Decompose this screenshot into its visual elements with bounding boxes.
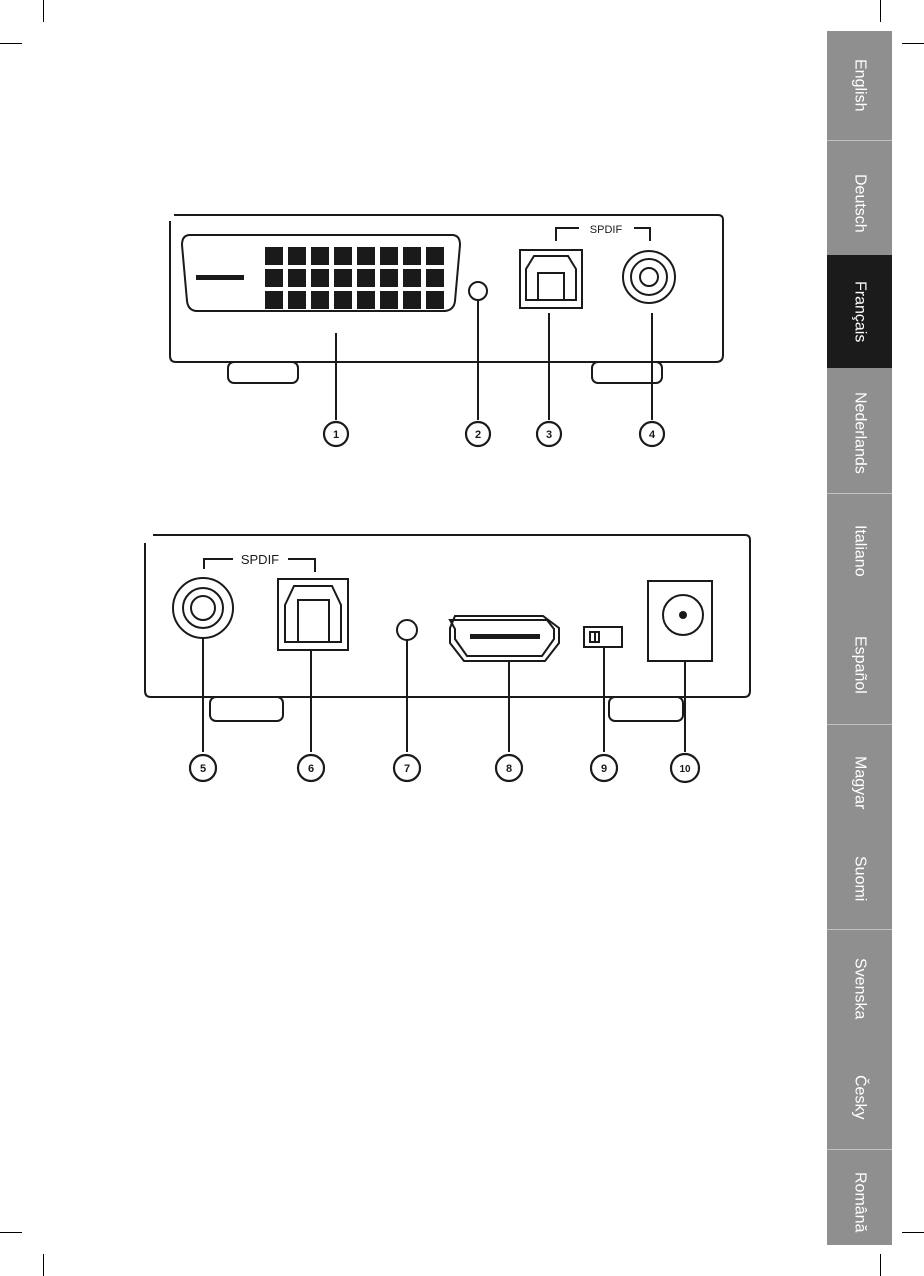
rear-spdif-label: SPDIF: [241, 552, 279, 567]
language-divider: [827, 493, 892, 494]
front-coax-center: [640, 268, 658, 286]
rear-optical-inner: [285, 586, 341, 642]
callout-label-1: 1: [333, 429, 339, 441]
rear-led: [397, 620, 417, 640]
crop-mark: [0, 1232, 22, 1233]
callout-label-9: 9: [601, 763, 607, 775]
language-sidebar: English Deutsch Français Nederlands Ital…: [827, 31, 892, 1245]
front-led: [469, 282, 487, 300]
language-tab-suomi[interactable]: Suomi: [827, 825, 892, 933]
front-coax-ring: [631, 259, 667, 295]
rear-optical-shutter: [298, 600, 329, 642]
language-tab-svenska[interactable]: Svenska: [827, 935, 892, 1043]
rear-coax-center: [191, 596, 215, 620]
callout-label-2: 2: [475, 429, 481, 441]
language-divider: [827, 929, 892, 930]
crop-mark: [43, 1254, 44, 1276]
front-optical-shutter: [538, 273, 564, 300]
callout-label-7: 7: [404, 763, 410, 775]
crop-mark: [43, 0, 44, 22]
callout-label-10: 10: [679, 764, 691, 775]
rear-foot-left: [210, 697, 283, 721]
callout-label-5: 5: [200, 763, 206, 775]
front-spdif-label: SPDIF: [590, 224, 623, 236]
crop-mark: [0, 43, 22, 44]
rear-panel-diagram: SPDIF 5 6 7 8 9 10: [135, 525, 765, 790]
front-panel-diagram: SPDIF 1 2 3 4: [160, 205, 730, 455]
front-panel-outline: [170, 215, 723, 362]
language-tab-italiano[interactable]: Italiano: [827, 497, 892, 605]
language-tab-espanol[interactable]: Español: [827, 611, 892, 719]
rear-optical-port: [278, 579, 348, 650]
callout-label-6: 6: [308, 763, 314, 775]
crop-mark: [880, 1254, 881, 1276]
language-tab-romana[interactable]: Română: [827, 1148, 892, 1256]
language-tab-english[interactable]: English: [827, 31, 892, 139]
crop-mark: [880, 0, 881, 22]
rear-foot-right: [609, 697, 683, 721]
crop-mark: [902, 1232, 924, 1233]
rear-panel-outline: [145, 535, 750, 697]
language-tab-cesky[interactable]: Česky: [827, 1043, 892, 1151]
language-tab-nederlands[interactable]: Nederlands: [827, 379, 892, 487]
language-divider: [827, 140, 892, 141]
front-foot-left: [228, 362, 298, 383]
crop-mark: [902, 43, 924, 44]
language-tab-magyar[interactable]: Magyar: [827, 729, 892, 837]
dvi-flat-pin: [196, 275, 244, 280]
hdmi-contact-strip: [470, 634, 540, 639]
language-tab-deutsch[interactable]: Deutsch: [827, 149, 892, 257]
callout-label-3: 3: [546, 429, 552, 441]
rear-coax-ring: [183, 588, 223, 628]
front-optical-inner: [526, 256, 576, 300]
callout-label-4: 4: [649, 429, 656, 441]
language-tab-francais[interactable]: Français: [827, 255, 892, 368]
language-divider: [827, 724, 892, 725]
dc-power-pin: [679, 611, 687, 619]
callout-label-8: 8: [506, 763, 512, 775]
dvi-pin-grid: [265, 247, 444, 309]
